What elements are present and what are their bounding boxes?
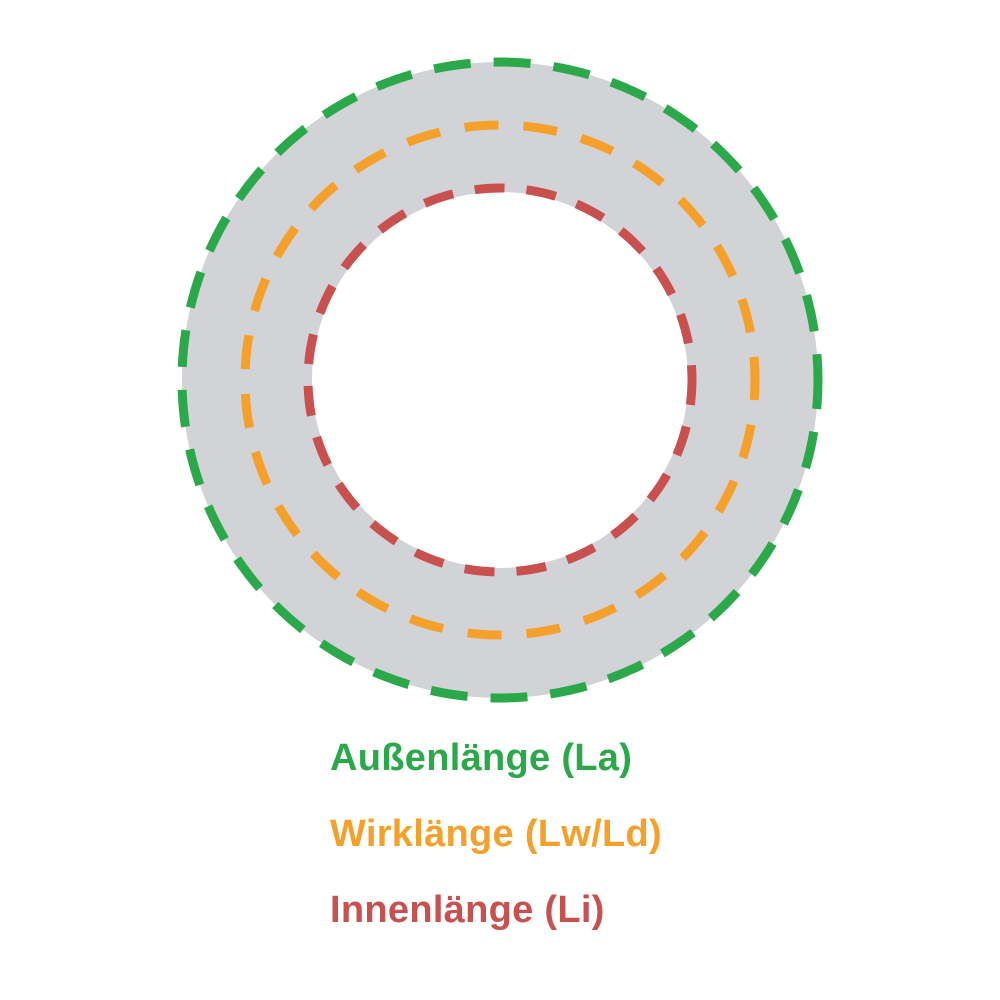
effective-length-circle	[240, 120, 760, 640]
inner-length-label: Innenlänge (Li)	[330, 889, 605, 931]
legend: Außenlänge (La) Wirklänge (Lw/Ld) Innenl…	[330, 736, 662, 933]
inner-length-circle	[303, 183, 697, 577]
outer-length-label: Außenlänge (La)	[330, 737, 633, 779]
outer-length-circle	[177, 57, 823, 703]
belt-ring	[182, 62, 818, 698]
effective-length-label: Wirklänge (Lw/Ld)	[330, 813, 662, 855]
